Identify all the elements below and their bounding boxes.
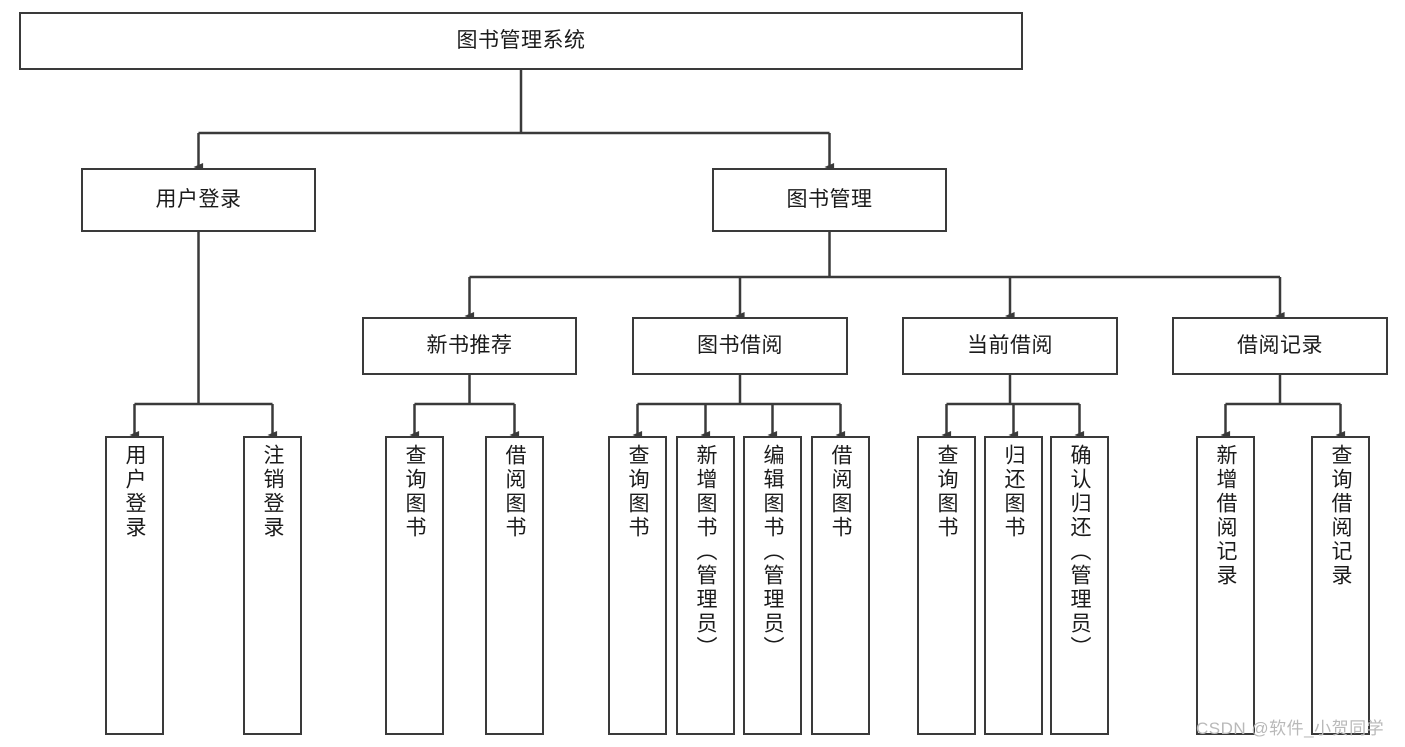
node-label: 查询图书: [403, 444, 426, 540]
node-label: 用户登录: [123, 444, 146, 540]
node-label: 查询图书: [626, 444, 649, 540]
node-label: 当前借阅: [967, 333, 1053, 357]
node-book-borrow[interactable]: 图书借阅: [632, 317, 848, 375]
edges-group: [129, 70, 1346, 440]
node-label: 新增借阅记录: [1214, 444, 1237, 588]
node-user-login[interactable]: 用户登录: [81, 168, 316, 232]
node-label: 编辑图书（管理员）: [761, 444, 784, 660]
node-leaf-query-record[interactable]: 查询借阅记录: [1311, 436, 1370, 735]
node-label: 图书管理系统: [456, 28, 586, 52]
node-leaf-add-book[interactable]: 新增图书（管理员）: [676, 436, 735, 735]
node-label: 确认归还（管理员）: [1068, 444, 1091, 660]
node-label: 借阅图书: [503, 444, 526, 540]
node-label: 查询借阅记录: [1329, 444, 1352, 588]
node-label: 新增图书（管理员）: [694, 444, 717, 660]
node-label: 借阅记录: [1237, 333, 1323, 357]
node-leaf-borrow-book-1[interactable]: 借阅图书: [485, 436, 544, 735]
node-leaf-edit-book[interactable]: 编辑图书（管理员）: [743, 436, 802, 735]
node-leaf-add-record[interactable]: 新增借阅记录: [1196, 436, 1255, 735]
node-leaf-user-login[interactable]: 用户登录: [105, 436, 164, 735]
node-label: 图书借阅: [697, 333, 783, 357]
node-leaf-query-book-3[interactable]: 查询图书: [917, 436, 976, 735]
node-borrow-record[interactable]: 借阅记录: [1172, 317, 1388, 375]
node-leaf-confirm-return[interactable]: 确认归还（管理员）: [1050, 436, 1109, 735]
node-leaf-query-book-2[interactable]: 查询图书: [608, 436, 667, 735]
node-leaf-return-book[interactable]: 归还图书: [984, 436, 1043, 735]
node-book-manage[interactable]: 图书管理: [712, 168, 947, 232]
node-leaf-logout[interactable]: 注销登录: [243, 436, 302, 735]
node-leaf-query-book-1[interactable]: 查询图书: [385, 436, 444, 735]
watermark-label: CSDN @软件_小贺同学: [1196, 719, 1385, 738]
node-label: 图书管理: [786, 187, 873, 211]
node-label: 用户登录: [155, 187, 242, 211]
node-root[interactable]: 图书管理系统: [19, 12, 1023, 70]
node-current-borrow[interactable]: 当前借阅: [902, 317, 1118, 375]
node-label: 借阅图书: [829, 444, 852, 540]
node-label: 新书推荐: [426, 333, 513, 357]
node-leaf-borrow-book-2[interactable]: 借阅图书: [811, 436, 870, 735]
node-label: 注销登录: [261, 444, 284, 540]
node-label: 查询图书: [935, 444, 958, 540]
node-new-book-rec[interactable]: 新书推荐: [362, 317, 577, 375]
node-label: 归还图书: [1002, 444, 1025, 540]
